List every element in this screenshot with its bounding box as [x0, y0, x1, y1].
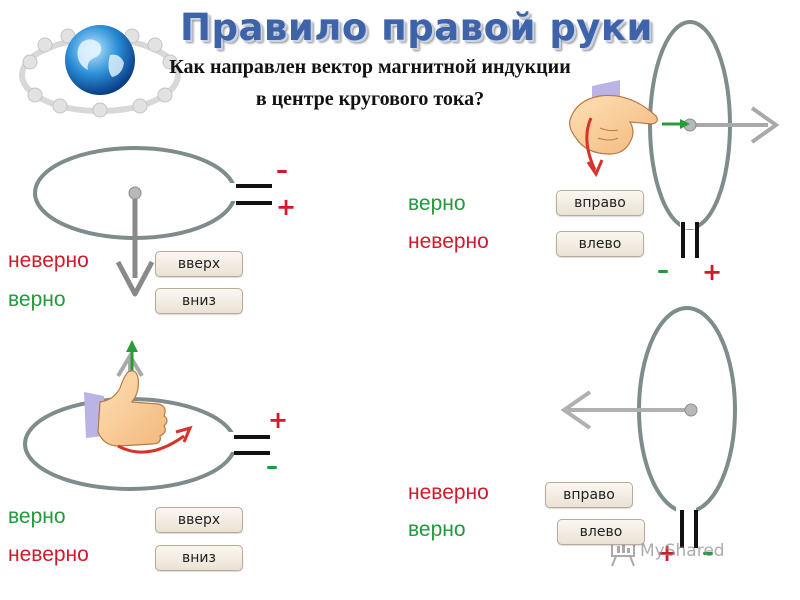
answer-down-button[interactable]: вниз: [155, 288, 243, 314]
pointing-hand-icon: [569, 80, 658, 155]
answer-wrong-label: неверно: [408, 481, 489, 504]
polarity-sign-minus: –: [657, 256, 669, 284]
watermark-text: MyShared: [640, 541, 725, 561]
answer-wrong-label: неверно: [8, 543, 89, 566]
polarity-sign-minus: –: [276, 156, 288, 184]
answer-right-label: верно: [408, 518, 466, 541]
top-right-diagram: [569, 20, 780, 258]
answer-right-label: верно: [8, 505, 66, 528]
loop-center-dot: [128, 186, 142, 200]
answer-left-direction-button[interactable]: влево: [556, 231, 644, 257]
answer-right-label: верно: [8, 288, 66, 311]
answer-right-direction-button[interactable]: вправо: [545, 482, 633, 508]
polarity-sign-plus: +: [276, 193, 297, 221]
globe-logo-icon: [19, 25, 181, 118]
polarity-sign-plus: +: [657, 539, 678, 567]
answer-wrong-label: неверно: [408, 230, 489, 253]
page-title: Правило правой руки: [180, 6, 653, 49]
top-left-diagram: [33, 146, 272, 297]
bottom-left-diagram: [23, 340, 270, 491]
answer-left-direction-button[interactable]: влево: [557, 519, 645, 545]
polarity-sign-plus: +: [268, 406, 289, 434]
polarity-sign-minus: –: [702, 538, 714, 566]
polarity-sign-minus: –: [266, 452, 278, 480]
polarity-sign-plus: +: [702, 258, 723, 286]
question-line-1: Как направлен вектор магнитной индукции: [169, 56, 571, 78]
answer-up-button[interactable]: вверх: [155, 251, 243, 277]
answer-up-button[interactable]: вверх: [155, 507, 243, 533]
thumbs-up-hand-icon: [84, 370, 168, 447]
bottom-right-diagram: [560, 306, 737, 548]
answer-right-label: верно: [408, 192, 466, 215]
answer-down-button[interactable]: вниз: [155, 545, 243, 571]
question-line-2: в центре кругового тока?: [255, 88, 485, 110]
answer-wrong-label: неверно: [8, 249, 89, 272]
answer-right-direction-button[interactable]: вправо: [556, 190, 644, 216]
